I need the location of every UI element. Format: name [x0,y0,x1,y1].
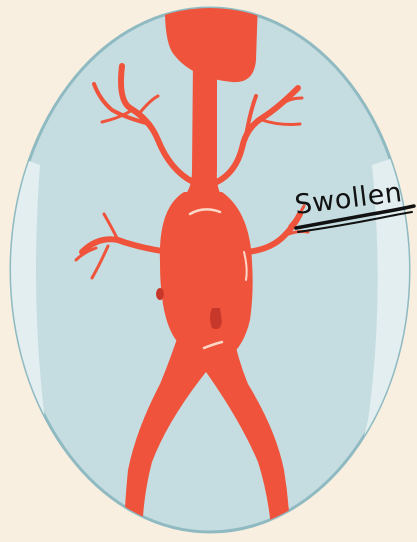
bulge-inner-vessel [210,308,222,329]
bulge-nodule-left [156,288,164,300]
